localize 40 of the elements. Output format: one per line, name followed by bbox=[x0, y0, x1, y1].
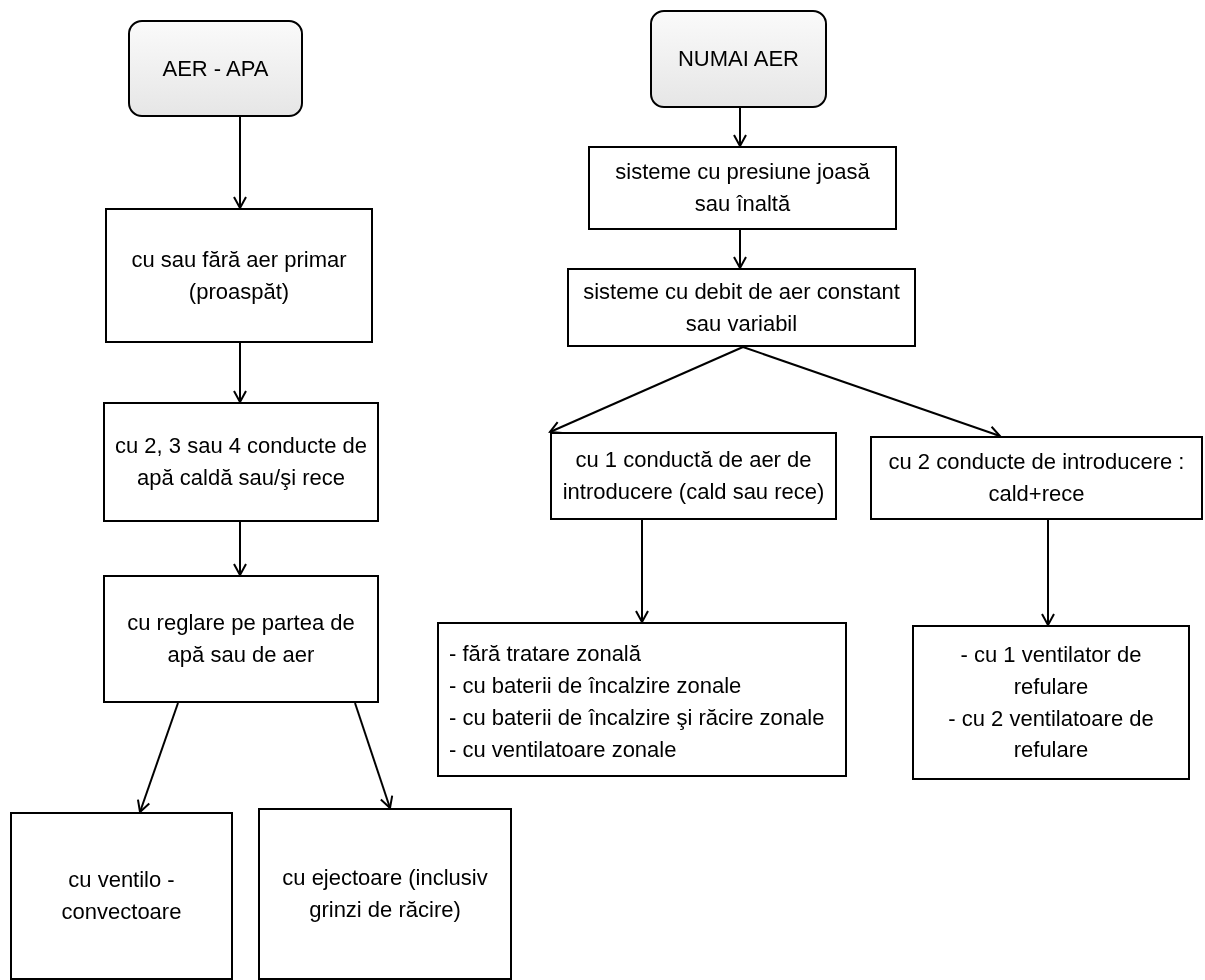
box-text: - cu 2 ventilatoare de refulare bbox=[947, 704, 1155, 765]
arrow bbox=[549, 346, 744, 435]
box-text: - cu 1 ventilator de refulare bbox=[959, 640, 1143, 701]
process-box bbox=[103, 575, 379, 703]
process-box bbox=[550, 432, 837, 520]
box-text: - cu baterii de încalzire şi răcire zonale bbox=[449, 703, 826, 732]
process-box bbox=[10, 812, 233, 980]
box-text: cu ventilo - convectoare bbox=[60, 866, 183, 926]
arrow bbox=[354, 702, 394, 809]
arrow bbox=[233, 521, 247, 576]
box-text: NUMAI AER bbox=[678, 45, 799, 74]
box-text: - cu baterii de încalzire zonale bbox=[449, 671, 743, 700]
arrow bbox=[635, 519, 649, 623]
box-text: - fără tratare zonală bbox=[449, 640, 642, 668]
box-text: - cu ventilatoare zonale bbox=[449, 735, 678, 764]
process-box bbox=[103, 402, 379, 522]
arrow bbox=[233, 342, 247, 403]
process-box bbox=[437, 622, 847, 777]
process-box bbox=[870, 436, 1203, 520]
box-text: cu 1 conductă de aer de introducere (cald sau rece) bbox=[562, 446, 825, 506]
arrow bbox=[733, 229, 747, 269]
process-box bbox=[912, 625, 1190, 780]
category-box bbox=[650, 10, 827, 108]
process-box bbox=[588, 146, 897, 230]
box-text: sisteme cu debit de aer constant sau variabil bbox=[582, 277, 901, 338]
process-box bbox=[567, 268, 916, 347]
arrow bbox=[733, 107, 747, 147]
box-text: cu sau fără aer primar (proaspăt) bbox=[130, 245, 348, 306]
box-text: cu ejectoare (inclusiv grinzi de răcire) bbox=[281, 864, 489, 924]
process-box bbox=[105, 208, 373, 343]
box-text: sisteme cu presiune joasă sau înaltă bbox=[614, 158, 871, 218]
box-text: cu 2, 3 sau 4 conducte de apă caldă sau/şi rece bbox=[115, 432, 367, 492]
box-text: AER - APA bbox=[162, 54, 269, 83]
arrow bbox=[136, 702, 179, 813]
box-text: cu reglare pe partea de apă sau de aer bbox=[126, 609, 356, 669]
arrow bbox=[1041, 519, 1055, 626]
process-box bbox=[258, 808, 512, 980]
arrow bbox=[233, 116, 247, 209]
box-text: cu 2 conducte de introducere : cald+rece bbox=[887, 448, 1186, 508]
category-box bbox=[128, 20, 303, 117]
